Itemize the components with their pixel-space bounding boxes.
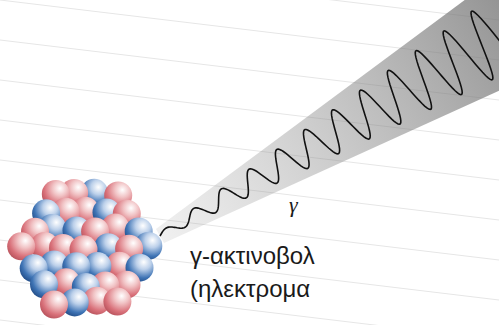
- symbol-label: γ: [289, 192, 298, 218]
- paper-line: [0, 0, 499, 20]
- caption-line: γ-ακτινοβολ: [190, 242, 315, 270]
- proton-sphere: [103, 288, 131, 316]
- caption-line: (ηλεκτρομα: [190, 275, 310, 303]
- ray-cone: [133, 0, 499, 281]
- nucleus: [7, 179, 162, 319]
- proton-sphere: [40, 291, 68, 319]
- ray-wave: [141, 0, 499, 268]
- gamma-ray: [133, 0, 499, 281]
- paper-line: [0, 320, 499, 325]
